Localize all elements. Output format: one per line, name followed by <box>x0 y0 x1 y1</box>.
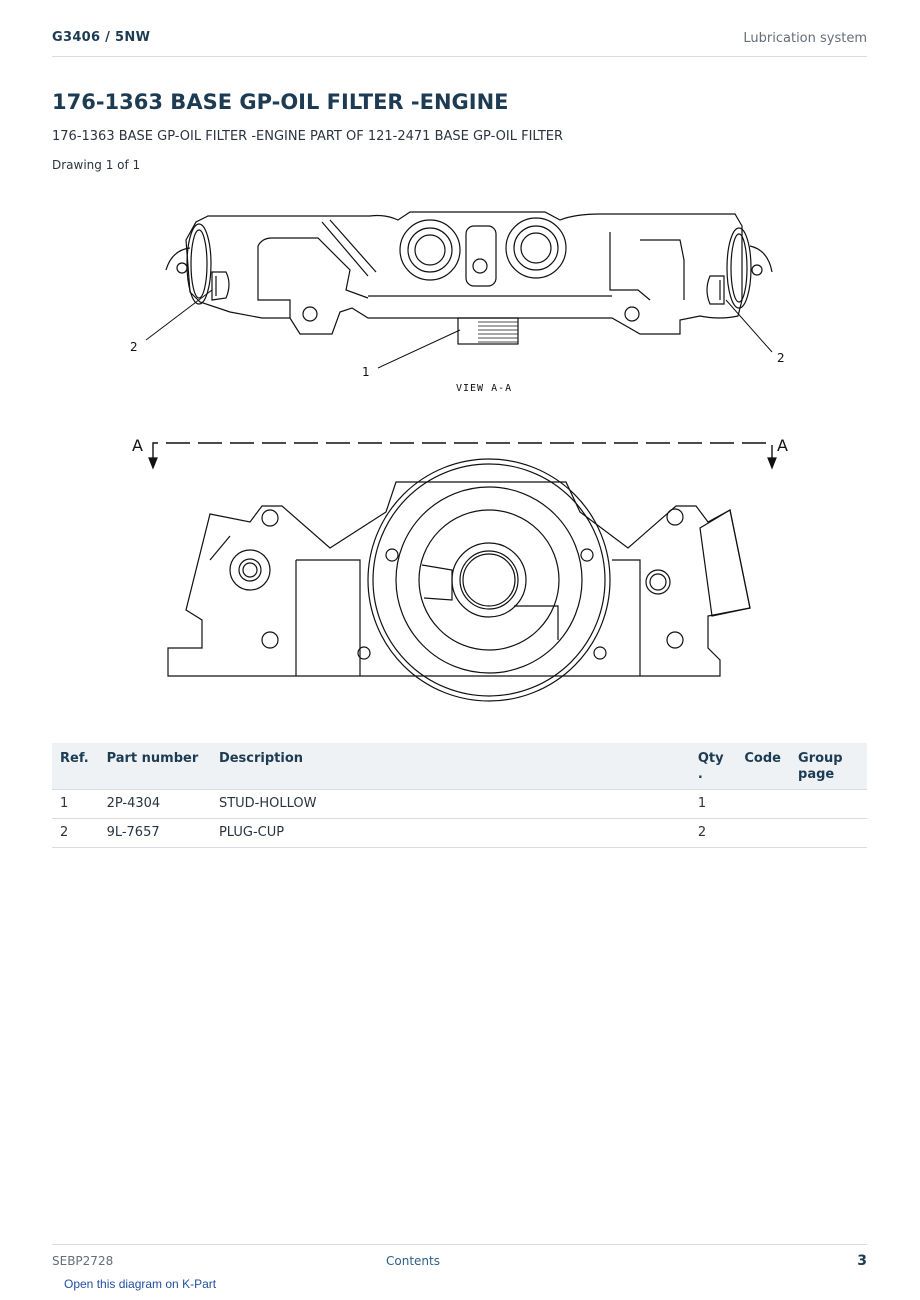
callout-2-left: 2 <box>130 340 138 354</box>
header-ref: Ref. <box>52 743 99 790</box>
drawing-count: Drawing 1 of 1 <box>52 158 141 172</box>
parts-diagram: 2 1 2 VIEW A-A A A <box>52 185 867 715</box>
cell-description: STUD-HOLLOW <box>210 789 690 819</box>
section-mark-left: A <box>132 436 143 455</box>
header-qty: Qty . <box>689 743 737 790</box>
model-label: G3406 / 5NW <box>52 30 151 45</box>
front-view-drawing <box>167 458 751 702</box>
header-group-page: Group page <box>790 743 867 790</box>
view-label: VIEW A-A <box>456 383 512 394</box>
header-part-number: Part number <box>98 743 211 790</box>
callout-2-right: 2 <box>777 351 785 365</box>
section-mark-right: A <box>777 436 788 455</box>
page-title: 176-1363 BASE GP-OIL FILTER -ENGINE <box>52 90 509 114</box>
open-kpart-link[interactable]: Open this diagram on K-Part <box>64 1277 217 1291</box>
table-row: 2 9L-7657 PLUG-CUP 2 <box>52 818 867 848</box>
cell-part-number: 9L-7657 <box>98 818 211 848</box>
page-footer: SEBP2728 Contents 3 <box>52 1244 867 1275</box>
page-number: 3 <box>857 1253 867 1269</box>
page-header: G3406 / 5NW Lubrication system <box>52 28 867 57</box>
cell-group-page <box>790 789 867 819</box>
cell-ref: 1 <box>52 789 99 819</box>
cell-group-page <box>790 818 867 848</box>
cell-description: PLUG-CUP <box>210 818 690 848</box>
table-row: 1 2P-4304 STUD-HOLLOW 1 <box>52 789 867 819</box>
cell-qty: 1 <box>689 789 737 819</box>
table-header-row: Ref. Part number Description Qty . Code … <box>52 743 867 790</box>
cell-part-number: 2P-4304 <box>98 789 211 819</box>
cell-code <box>736 818 791 848</box>
section-line <box>148 442 777 470</box>
doc-number: SEBP2728 <box>52 1254 114 1268</box>
header-description: Description <box>210 743 690 790</box>
view-aa-drawing <box>145 211 773 369</box>
cell-ref: 2 <box>52 818 99 848</box>
section-label: Lubrication system <box>743 31 867 46</box>
cell-qty: 2 <box>689 818 737 848</box>
contents-link[interactable]: Contents <box>386 1254 440 1268</box>
callout-1: 1 <box>362 365 370 379</box>
parts-table: Ref. Part number Description Qty . Code … <box>52 743 867 848</box>
header-code: Code <box>736 743 791 790</box>
page-subtitle: 176-1363 BASE GP-OIL FILTER -ENGINE PART… <box>52 129 564 144</box>
cell-code <box>736 789 791 819</box>
